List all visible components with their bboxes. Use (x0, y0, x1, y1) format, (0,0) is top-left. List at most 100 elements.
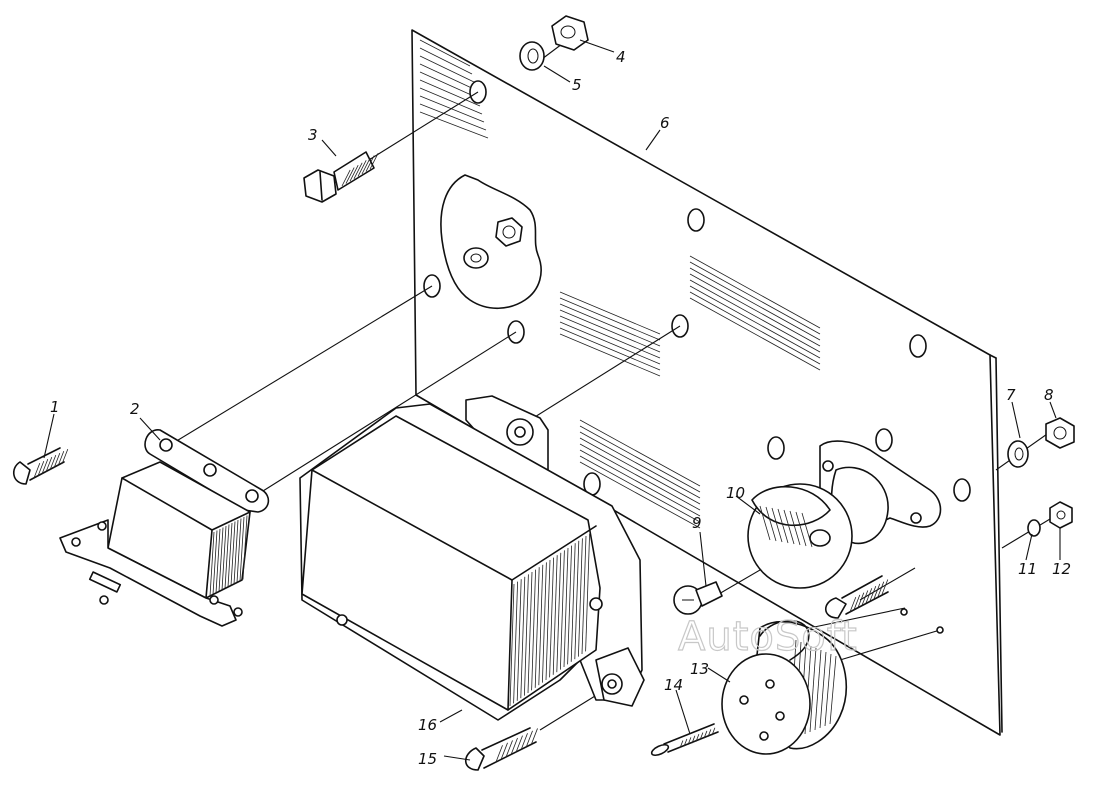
hatch-line (230, 521, 236, 586)
hatch-line (819, 651, 827, 729)
hatch-line (711, 727, 716, 736)
hatch-line (869, 585, 877, 602)
hatch-line (559, 309, 661, 353)
hatch-line (579, 425, 701, 493)
plate-hole (875, 428, 893, 452)
hatch-line (505, 740, 513, 758)
hatch-line (515, 735, 523, 753)
hatch-line (559, 321, 661, 365)
hatch-line (695, 733, 700, 742)
hatch-line (513, 581, 518, 704)
hatch-line (419, 111, 489, 139)
hatch-line (227, 522, 233, 588)
plate-hole (687, 208, 705, 232)
hatch-line (419, 63, 477, 91)
hatch-line (525, 730, 533, 748)
relay-shading (209, 515, 248, 597)
hatch-line (559, 303, 661, 347)
label-9: 9 (692, 514, 702, 532)
hatch-line (703, 730, 708, 739)
hatch-line (419, 39, 471, 67)
hatch-line (510, 737, 518, 755)
hatch-line (567, 545, 572, 665)
hatch-line (509, 583, 515, 707)
hatch-line (581, 535, 587, 655)
hatch-line (221, 525, 227, 591)
hatch-line (873, 583, 881, 599)
hatch-line (689, 291, 821, 365)
hatch-line (524, 574, 529, 696)
hatch-line (689, 273, 821, 347)
hatch-line (500, 742, 508, 760)
hatch-line (559, 291, 661, 335)
regulator-box (299, 395, 645, 721)
hatch-line (559, 315, 661, 359)
hatch-line (534, 567, 540, 688)
hatch-line (579, 431, 701, 499)
hatch-line (570, 543, 576, 662)
part-numbers: 1 2 3 4 5 6 7 8 9 10 11 12 13 14 15 16 (50, 48, 1071, 768)
hatch-line (212, 530, 218, 595)
hatch-line (881, 579, 889, 595)
label-2: 2 (130, 400, 140, 418)
hatch-line (239, 516, 245, 582)
lamp-shading (759, 505, 813, 548)
hatch-line (419, 79, 481, 107)
hatch-line (33, 462, 41, 479)
hatch-line (861, 590, 869, 606)
hatch-line (41, 458, 49, 475)
mounting-plate (411, 29, 1003, 736)
hatch-line (585, 533, 590, 652)
screw-1 (13, 447, 69, 485)
hatch-line (545, 559, 551, 681)
hatch-line (689, 267, 821, 341)
hatch-line (218, 527, 224, 592)
hatch-line (556, 552, 562, 673)
hatch-line (345, 167, 355, 184)
screw-14 (650, 723, 719, 757)
screw-9 (673, 581, 723, 615)
bolt-3 (303, 151, 379, 203)
window-washer (463, 247, 489, 269)
label-12: 12 (1052, 560, 1071, 578)
hatch-line (520, 576, 526, 699)
hatch-line (233, 519, 239, 585)
hatch-line (45, 456, 53, 473)
label-15: 15 (418, 750, 437, 768)
screw-bottom-right (824, 575, 889, 619)
nut-12 (1049, 501, 1073, 529)
hatch-line (559, 297, 661, 341)
hatch-line (689, 279, 821, 353)
hatch-line (49, 454, 57, 471)
lamp-socket (747, 440, 942, 589)
hatch-line (215, 528, 221, 594)
hatch-line (574, 540, 580, 660)
hatch-line (699, 732, 704, 741)
label-7: 7 (1006, 386, 1016, 404)
label-leaders (43, 39, 1061, 761)
hatch-line (61, 448, 69, 465)
screw-15 (464, 727, 538, 771)
plate-hole (767, 436, 785, 460)
hatch-line (520, 733, 528, 751)
hatch-line (849, 596, 857, 613)
hatch-line (579, 461, 701, 529)
label-14: 14 (664, 676, 683, 694)
hatch-line (707, 729, 712, 737)
washer-11 (1027, 519, 1041, 537)
hatch-line (236, 518, 242, 583)
hatch-line (579, 455, 701, 523)
hatch-line (865, 588, 873, 604)
hatch-line (759, 505, 771, 541)
hatch-line (853, 594, 861, 610)
small-relay (59, 429, 270, 627)
hatch-line (689, 255, 821, 329)
hatch-line (789, 510, 801, 546)
hatch-line (559, 327, 661, 371)
label-11: 11 (1018, 560, 1037, 578)
hatch-line (809, 647, 817, 733)
label-10: 10 (726, 484, 745, 502)
hatch-line (689, 297, 821, 371)
hatch-line (419, 103, 487, 131)
hatch-line (538, 564, 544, 686)
